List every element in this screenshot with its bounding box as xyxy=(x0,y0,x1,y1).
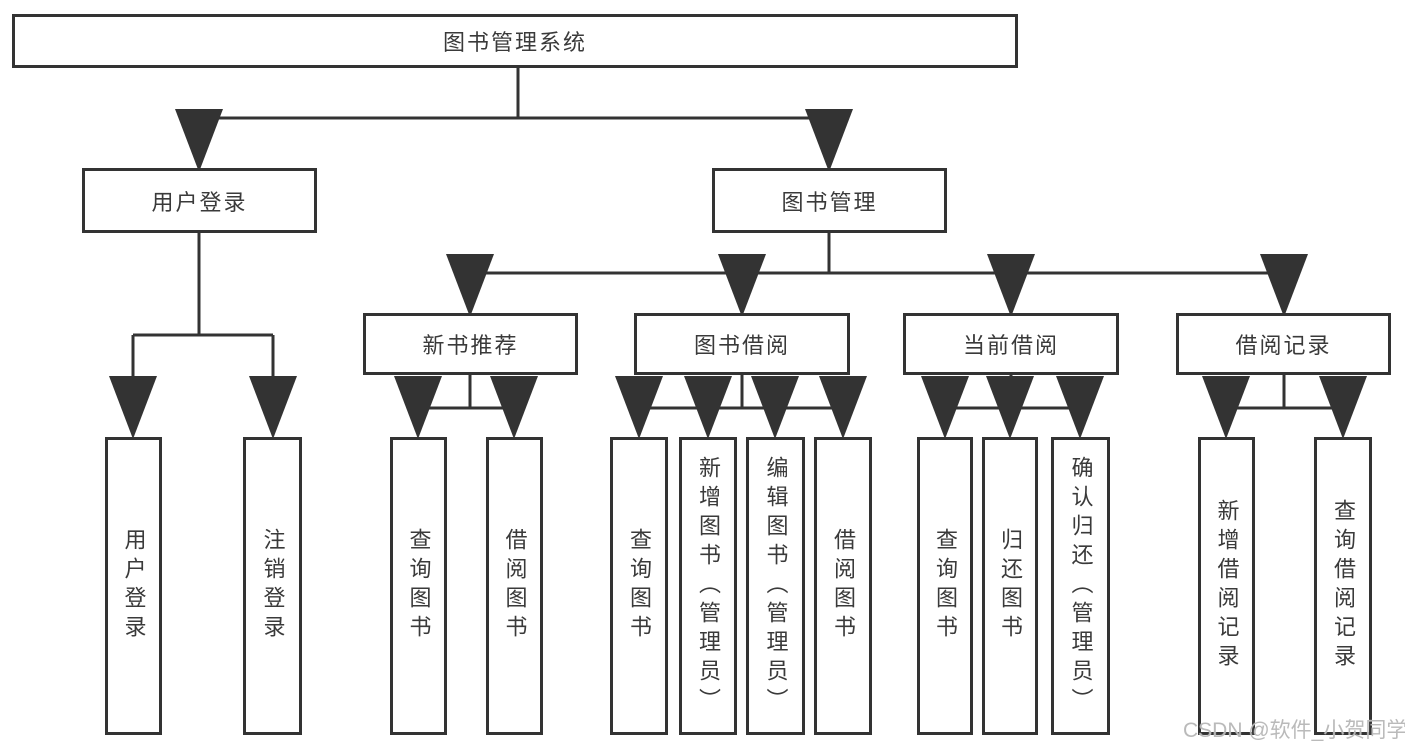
connector-newbook-stem xyxy=(418,375,514,410)
leaf-borrow-add-books-admin-label: 新增图书（管理员） xyxy=(696,455,721,717)
leaf-records-query-record-label: 查询借阅记录 xyxy=(1331,499,1356,673)
node-borrowing-records-label: 借阅记录 xyxy=(1235,333,1332,358)
leaf-newbook-query-books: 查询图书 xyxy=(390,437,447,735)
leaf-user-login: 用户登录 xyxy=(105,437,162,735)
leaf-borrow-add-books-admin: 新增图书（管理员） xyxy=(679,437,737,735)
node-book-borrowing-label: 图书借阅 xyxy=(693,333,790,358)
connector-mgmt-stem xyxy=(470,233,1284,275)
connector-borrow-stem xyxy=(639,375,843,410)
leaf-borrow-edit-books-admin: 编辑图书（管理员） xyxy=(746,437,805,735)
node-book-borrowing: 图书借阅 xyxy=(634,313,850,375)
leaf-newbook-borrow-books-label: 借阅图书 xyxy=(502,528,528,644)
node-new-book-recommend-label: 新书推荐 xyxy=(422,333,519,358)
leaf-borrow-query-books-label: 查询图书 xyxy=(627,528,652,644)
leaf-current-query-books-label: 查询图书 xyxy=(933,528,958,644)
leaf-records-add-record-label: 新增借阅记录 xyxy=(1214,499,1240,673)
connector-login-stem xyxy=(133,233,273,337)
leaf-records-query-record: 查询借阅记录 xyxy=(1314,437,1372,735)
leaf-borrow-borrow-books-label: 借阅图书 xyxy=(831,528,856,644)
leaf-logout: 注销登录 xyxy=(243,437,302,735)
leaf-newbook-query-books-label: 查询图书 xyxy=(406,528,432,644)
csdn-watermark: CSDN @软件_小贺同学 xyxy=(1183,719,1405,742)
connector-records-stem xyxy=(1226,375,1343,410)
node-current-borrowing-label: 当前借阅 xyxy=(962,333,1059,358)
connector-root-stem xyxy=(199,68,829,120)
leaf-borrow-edit-books-admin-label: 编辑图书（管理员） xyxy=(763,455,789,717)
node-system-root: 图书管理系统 xyxy=(12,14,1018,68)
node-borrowing-records: 借阅记录 xyxy=(1176,313,1391,375)
leaf-borrow-query-books: 查询图书 xyxy=(610,437,668,735)
connector-current-stem xyxy=(945,375,1080,410)
leaf-current-confirm-return-admin-label: 确认归还（管理员） xyxy=(1068,455,1094,717)
node-book-management-label: 图书管理 xyxy=(781,189,878,215)
node-user-login: 用户登录 xyxy=(82,168,317,233)
node-system-root-label: 图书管理系统 xyxy=(442,30,587,55)
leaf-newbook-borrow-books: 借阅图书 xyxy=(486,437,543,735)
node-user-login-label: 用户登录 xyxy=(151,189,248,215)
leaf-current-query-books: 查询图书 xyxy=(917,437,973,735)
leaf-records-add-record: 新增借阅记录 xyxy=(1198,437,1255,735)
node-current-borrowing: 当前借阅 xyxy=(903,313,1119,375)
leaf-borrow-borrow-books: 借阅图书 xyxy=(814,437,872,735)
node-new-book-recommend: 新书推荐 xyxy=(363,313,578,375)
leaf-current-return-books-label: 归还图书 xyxy=(998,528,1023,644)
node-book-management: 图书管理 xyxy=(712,168,947,233)
leaf-user-login-label: 用户登录 xyxy=(121,528,147,644)
leaf-current-return-books: 归还图书 xyxy=(982,437,1038,735)
leaf-logout-label: 注销登录 xyxy=(260,528,286,644)
leaf-current-confirm-return-admin: 确认归还（管理员） xyxy=(1051,437,1110,735)
